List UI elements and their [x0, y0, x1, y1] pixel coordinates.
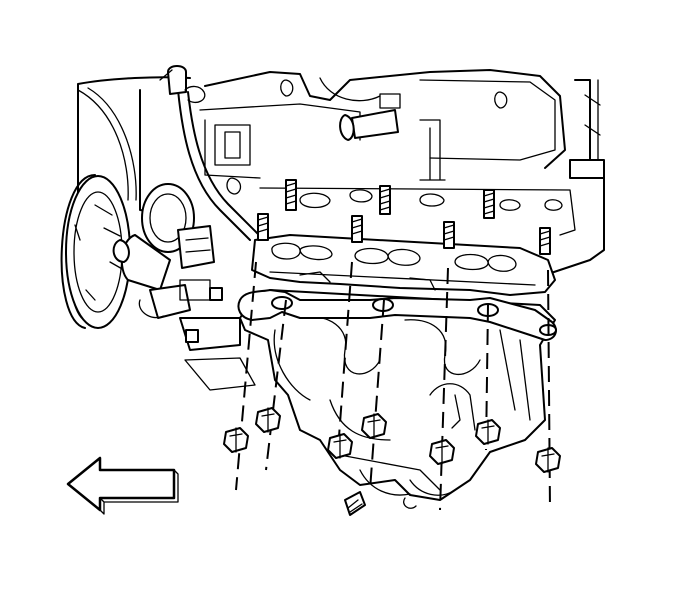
manifold-flange [251, 234, 556, 296]
hex-nut-icon [255, 407, 281, 433]
engine-block [77, 65, 605, 301]
crankshaft-pulley [60, 87, 137, 329]
nuts [223, 407, 561, 473]
hex-nut-icon [327, 433, 353, 459]
stud [443, 221, 455, 249]
stud [351, 215, 363, 243]
left-arrow-icon [66, 456, 179, 515]
hex-nut-icon [475, 419, 501, 445]
hex-nut-icon [223, 427, 249, 453]
stud [539, 227, 551, 255]
hex-nut-icon [429, 439, 455, 465]
stud [257, 213, 269, 241]
stud [379, 185, 391, 215]
stud [185, 329, 199, 343]
hex-nut-icon [361, 413, 387, 439]
studs [185, 179, 551, 343]
hex-nut-icon [535, 447, 561, 473]
stud [483, 189, 495, 219]
stud [285, 179, 297, 211]
power-steering-pump [112, 183, 256, 391]
stud [209, 287, 223, 301]
